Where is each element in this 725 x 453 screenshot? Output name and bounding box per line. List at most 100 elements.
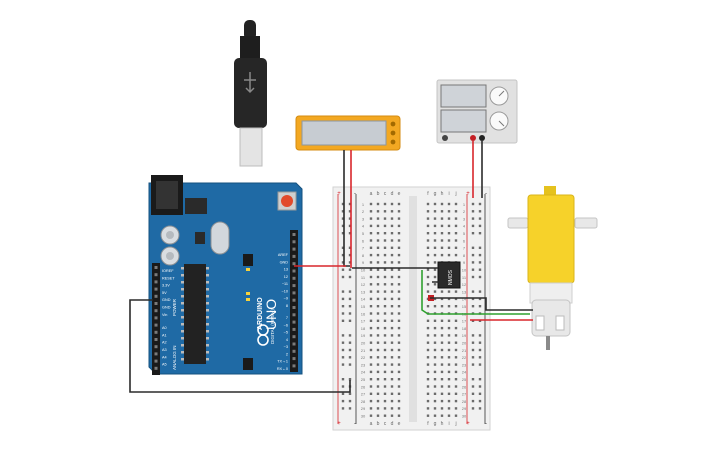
- breadboard-hole[interactable]: [433, 407, 437, 410]
- rail-hole[interactable]: [478, 268, 482, 271]
- breadboard-hole[interactable]: [369, 202, 373, 206]
- rail-hole[interactable]: [478, 290, 482, 293]
- breadboard-hole[interactable]: [426, 392, 430, 395]
- rail-hole[interactable]: [341, 202, 345, 206]
- rail-hole[interactable]: [348, 319, 352, 322]
- breadboard-hole[interactable]: [383, 268, 387, 271]
- breadboard-hole[interactable]: [369, 392, 373, 395]
- rail-hole[interactable]: [341, 232, 345, 235]
- breadboard-hole[interactable]: [447, 319, 451, 322]
- breadboard-hole[interactable]: [369, 246, 373, 249]
- rail-hole[interactable]: [478, 348, 482, 352]
- rail-hole[interactable]: [471, 385, 475, 388]
- breadboard-hole[interactable]: [369, 224, 373, 228]
- breadboard-hole[interactable]: [383, 232, 387, 235]
- breadboard-hole[interactable]: [390, 385, 394, 388]
- breadboard-hole[interactable]: [454, 246, 458, 249]
- rail-hole[interactable]: [471, 334, 475, 337]
- breadboard-hole[interactable]: [440, 363, 444, 366]
- reset-button[interactable]: [281, 195, 293, 207]
- rail-hole[interactable]: [348, 210, 352, 213]
- header-pin[interactable]: [292, 306, 296, 309]
- breadboard-hole[interactable]: [397, 356, 401, 359]
- breadboard-hole[interactable]: [440, 407, 444, 410]
- breadboard-hole[interactable]: [426, 407, 430, 410]
- breadboard-hole[interactable]: [426, 239, 430, 242]
- breadboard-hole[interactable]: [397, 210, 401, 213]
- breadboard-hole[interactable]: [369, 261, 373, 264]
- breadboard-hole[interactable]: [383, 217, 387, 220]
- breadboard-hole[interactable]: [390, 210, 394, 213]
- motor-terminal-2[interactable]: [555, 315, 565, 331]
- breadboard-hole[interactable]: [447, 210, 451, 213]
- breadboard-hole[interactable]: [397, 232, 401, 235]
- breadboard-hole[interactable]: [383, 370, 387, 374]
- header-pin[interactable]: [154, 323, 158, 327]
- breadboard-hole[interactable]: [383, 334, 387, 337]
- breadboard-hole[interactable]: [376, 210, 380, 213]
- breadboard-hole[interactable]: [397, 275, 401, 279]
- breadboard-hole[interactable]: [454, 326, 458, 330]
- rail-hole[interactable]: [471, 341, 475, 344]
- header-pin[interactable]: [154, 273, 158, 277]
- breadboard-hole[interactable]: [426, 275, 430, 279]
- header-pin[interactable]: [154, 366, 158, 370]
- breadboard-hole[interactable]: [369, 305, 373, 308]
- breadboard-hole[interactable]: [426, 202, 430, 206]
- breadboard-hole[interactable]: [397, 341, 401, 344]
- power-supply-positive-terminal[interactable]: [470, 135, 476, 141]
- breadboard-hole[interactable]: [369, 275, 373, 279]
- rail-hole[interactable]: [341, 319, 345, 322]
- breadboard-hole[interactable]: [397, 224, 401, 228]
- breadboard-hole[interactable]: [440, 202, 444, 206]
- breadboard-hole[interactable]: [447, 305, 451, 308]
- breadboard-hole[interactable]: [390, 305, 394, 308]
- rail-hole[interactable]: [478, 305, 482, 308]
- rail-hole[interactable]: [341, 261, 345, 264]
- breadboard-hole[interactable]: [454, 341, 458, 344]
- breadboard-hole[interactable]: [390, 378, 394, 381]
- breadboard-hole[interactable]: [397, 305, 401, 308]
- breadboard-hole[interactable]: [376, 232, 380, 235]
- breadboard-hole[interactable]: [383, 385, 387, 388]
- breadboard-hole[interactable]: [454, 334, 458, 337]
- breadboard-hole[interactable]: [369, 319, 373, 322]
- motor-terminal-1[interactable]: [535, 315, 545, 331]
- rail-hole[interactable]: [348, 217, 352, 220]
- breadboard-hole[interactable]: [433, 385, 437, 388]
- breadboard-hole[interactable]: [426, 305, 430, 308]
- header-pin[interactable]: [154, 345, 158, 349]
- breadboard-hole[interactable]: [440, 348, 444, 352]
- dc-gear-motor[interactable]: [507, 186, 598, 350]
- wire-arduino-ground-loop[interactable]: [129, 299, 351, 393]
- breadboard-hole[interactable]: [397, 334, 401, 337]
- rail-hole[interactable]: [348, 268, 352, 271]
- rail-hole[interactable]: [348, 232, 352, 235]
- header-pin[interactable]: [292, 327, 296, 331]
- breadboard-hole[interactable]: [376, 239, 380, 242]
- header-pin[interactable]: [292, 349, 296, 353]
- breadboard-hole[interactable]: [440, 378, 444, 381]
- breadboard-hole[interactable]: [390, 268, 394, 271]
- rail-hole[interactable]: [478, 363, 482, 366]
- breadboard-hole[interactable]: [454, 210, 458, 213]
- breadboard-hole[interactable]: [376, 253, 380, 257]
- rail-hole[interactable]: [348, 246, 352, 249]
- breadboard-hole[interactable]: [376, 348, 380, 352]
- rail-hole[interactable]: [341, 297, 345, 301]
- rail-hole[interactable]: [348, 290, 352, 293]
- breadboard-hole[interactable]: [383, 363, 387, 366]
- rail-hole[interactable]: [341, 305, 345, 308]
- rail-hole[interactable]: [341, 378, 345, 381]
- breadboard-hole[interactable]: [433, 217, 437, 220]
- rail-hole[interactable]: [471, 378, 475, 381]
- rail-hole[interactable]: [341, 217, 345, 220]
- breadboard-hole[interactable]: [376, 312, 380, 315]
- rail-hole[interactable]: [348, 261, 352, 264]
- breadboard-hole[interactable]: [376, 224, 380, 228]
- breadboard-hole[interactable]: [397, 239, 401, 242]
- breadboard-hole[interactable]: [397, 392, 401, 395]
- breadboard-hole[interactable]: [383, 305, 387, 308]
- rail-hole[interactable]: [348, 224, 352, 228]
- breadboard-hole[interactable]: [454, 407, 458, 410]
